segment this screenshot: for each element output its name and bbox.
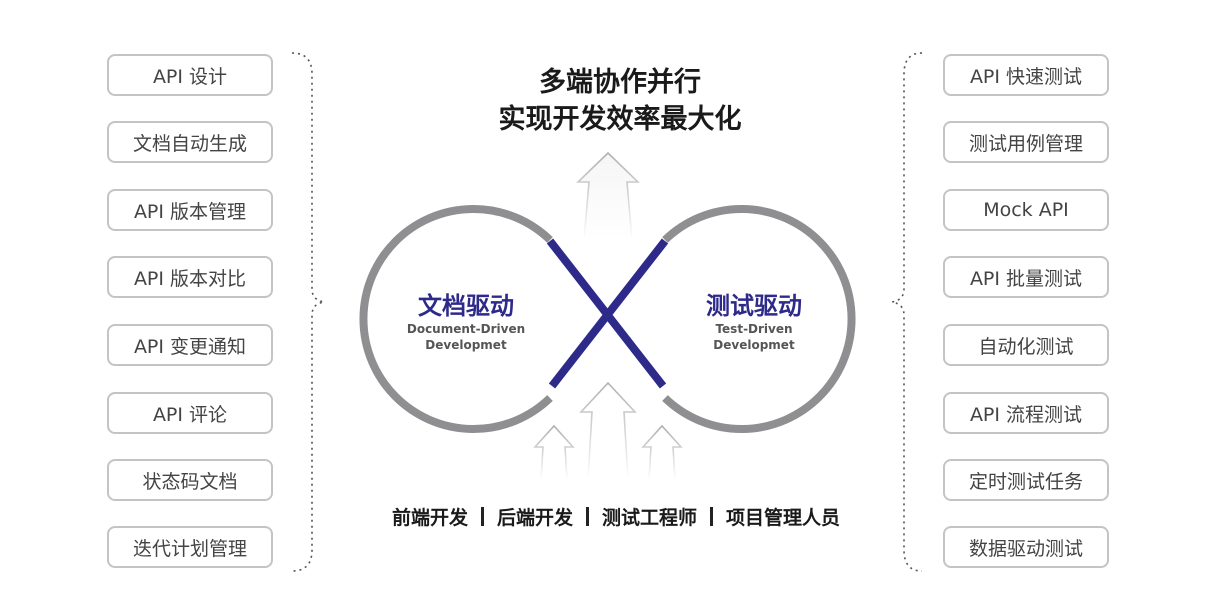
headline-line-2: 实现开发效率最大化 <box>498 104 742 135</box>
test-driven-title: 测试驱动 <box>706 292 802 320</box>
doc-driven-title: 文档驱动 <box>418 292 514 320</box>
arrow-up-center <box>579 381 637 481</box>
headline: 多端协作并行 实现开发效率最大化 <box>420 64 820 138</box>
feature-iteration-planning[interactable]: 迭代计划管理 <box>107 526 273 568</box>
right-bracket <box>891 52 923 572</box>
feature-api-comments[interactable]: API 评论 <box>107 392 273 434</box>
feature-api-version-compare[interactable]: API 版本对比 <box>107 256 273 298</box>
feature-api-change-notify[interactable]: API 变更通知 <box>107 324 273 366</box>
feature-api-flow-test[interactable]: API 流程测试 <box>943 392 1109 434</box>
feature-mock-api[interactable]: Mock API <box>943 189 1109 231</box>
test-driven-en-line-1: Test-Driven <box>715 322 793 336</box>
arrow-up-top <box>576 151 640 241</box>
test-loop-ring <box>662 205 856 433</box>
headline-line-1: 多端协作并行 <box>539 67 701 98</box>
feature-data-driven-test[interactable]: 数据驱动测试 <box>943 526 1109 568</box>
arrow-up-left <box>533 424 575 481</box>
feature-api-design[interactable]: API 设计 <box>107 54 273 96</box>
roles-row: 前端开发 后端开发 测试工程师 项目管理人员 <box>336 503 896 530</box>
left-bracket <box>291 52 325 572</box>
feature-api-versioning[interactable]: API 版本管理 <box>107 189 273 231</box>
arrow-up-right <box>641 424 683 481</box>
feature-scheduled-test[interactable]: 定时测试任务 <box>943 459 1109 501</box>
role-separator <box>480 507 484 526</box>
feature-api-batch-test[interactable]: API 批量测试 <box>943 256 1109 298</box>
feature-doc-autogen[interactable]: 文档自动生成 <box>107 121 273 163</box>
doc-driven-en-line-1: Document-Driven <box>406 322 526 336</box>
doc-driven-en-line-2: Developmet <box>425 338 507 352</box>
feature-automated-test[interactable]: 自动化测试 <box>943 324 1109 366</box>
role-frontend: 前端开发 <box>391 507 468 529</box>
role-backend: 后端开发 <box>496 507 573 529</box>
role-separator <box>710 507 714 526</box>
test-driven-en-line-2: Developmet <box>713 338 795 352</box>
role-project-manager: 项目管理人员 <box>726 507 841 529</box>
cross-line-2 <box>548 238 669 389</box>
test-driven-label: 测试驱动 Test-Driven Developmet <box>679 291 829 353</box>
role-qa-engineer: 测试工程师 <box>602 507 698 529</box>
feature-status-code-docs[interactable]: 状态码文档 <box>107 459 273 501</box>
feature-test-case-management[interactable]: 测试用例管理 <box>943 121 1109 163</box>
feature-api-quick-test[interactable]: API 快速测试 <box>943 54 1109 96</box>
doc-loop-ring <box>359 205 553 433</box>
doc-driven-label: 文档驱动 Document-Driven Developmet <box>396 291 536 353</box>
role-separator <box>586 507 589 526</box>
